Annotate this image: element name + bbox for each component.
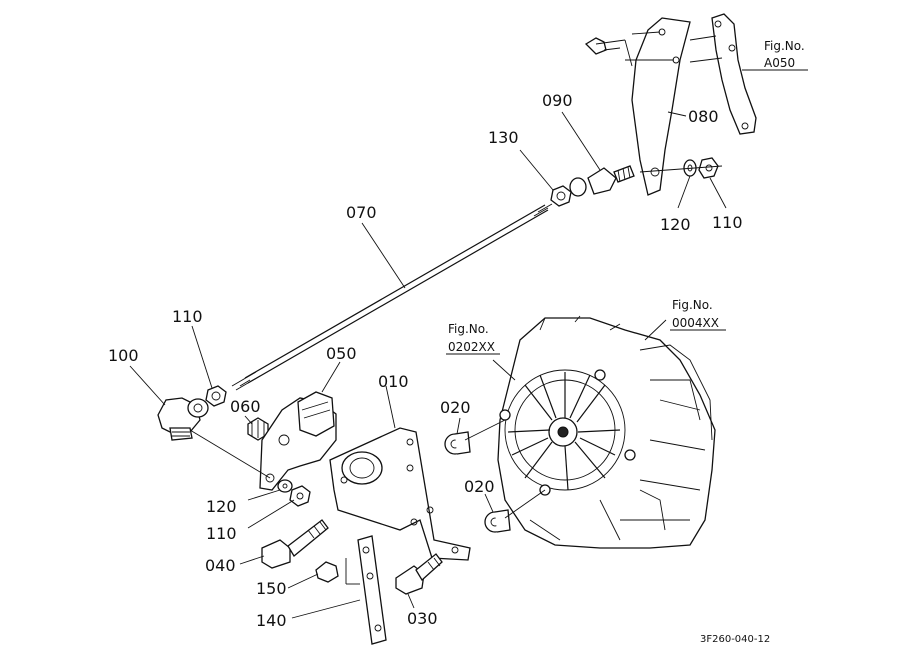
plate-140: [345, 535, 387, 645]
label-120-bottom: 120: [206, 497, 237, 516]
lower-linkage: [157, 385, 337, 507]
label-060: 060: [230, 397, 261, 416]
label-070: 070: [346, 203, 377, 222]
label-120-top: 120: [660, 215, 691, 234]
label-010: 010: [378, 372, 409, 391]
fig-0202-title: Fig.No.: [448, 322, 489, 336]
fig-a050-title: Fig.No.: [764, 39, 805, 53]
label-080: 080: [688, 107, 719, 126]
label-040: 040: [205, 556, 236, 575]
bracket-010: [329, 427, 471, 561]
label-150: 150: [256, 579, 287, 598]
part-labels: 110 100 050 060 010 070 130 090 080 120 …: [108, 91, 743, 630]
label-020-bottom: 020: [464, 477, 495, 496]
leader-lines: [129, 111, 727, 619]
fig-0004-title: Fig.No.: [672, 298, 713, 312]
drawing-code: 3F260-040-12: [700, 634, 770, 645]
label-110-top: 110: [172, 307, 203, 326]
figure-references: Fig.No. A050 Fig.No. 0202XX Fig.No. 0004…: [446, 39, 808, 355]
label-110-bottom: 110: [206, 524, 237, 543]
label-090: 090: [542, 91, 573, 110]
label-050: 050: [326, 344, 357, 363]
upper-linkage: [550, 13, 757, 207]
label-130: 130: [488, 128, 519, 147]
label-020-top: 020: [440, 398, 471, 417]
transmission-housing: [497, 315, 716, 549]
label-110-right: 110: [712, 213, 743, 232]
rod-070: [231, 203, 553, 391]
fig-0004-code: 0004XX: [672, 316, 719, 330]
label-030: 030: [407, 609, 438, 628]
fig-0202-code: 0202XX: [448, 340, 495, 354]
label-100: 100: [108, 346, 139, 365]
fasteners: [261, 419, 546, 595]
label-140: 140: [256, 611, 287, 630]
fig-a050-code: A050: [764, 56, 795, 70]
